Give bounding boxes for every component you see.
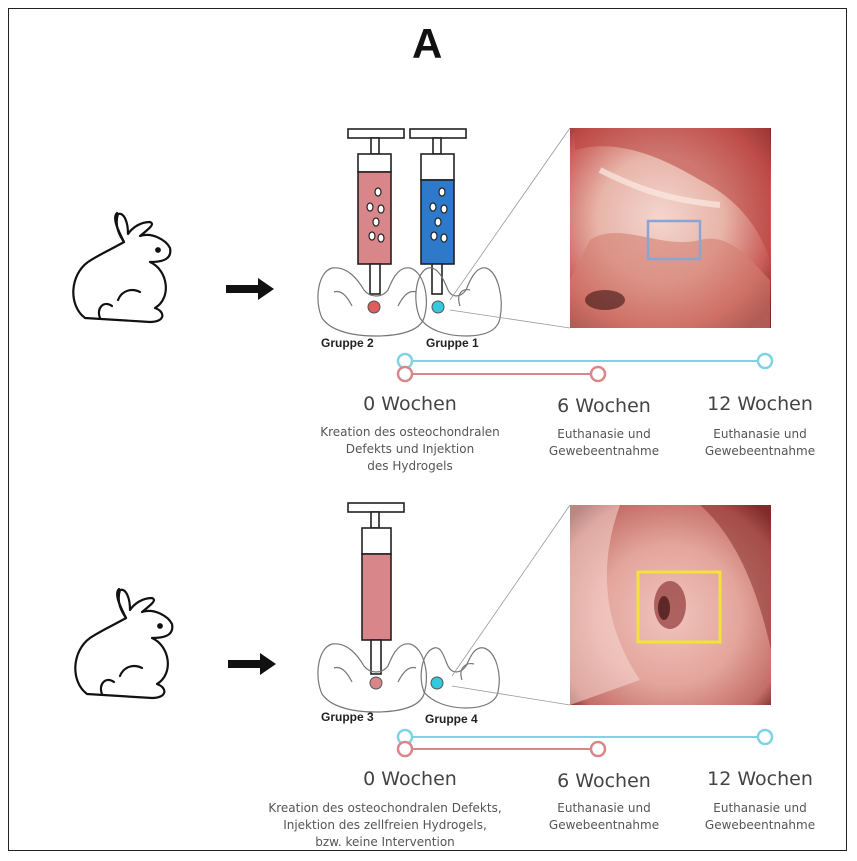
- knee-outline-group-4: [421, 648, 499, 708]
- desc-0-bottom: Kreation des osteochondralen Defekts, In…: [250, 800, 520, 851]
- tissue-photo-top: [570, 128, 771, 328]
- zoom-lines-bottom: [452, 505, 570, 705]
- defect-dot-group-3: [370, 677, 382, 689]
- syringe-group-3: [348, 503, 404, 674]
- timeline-top: [398, 354, 772, 381]
- defect-dot-group-2: [368, 301, 380, 313]
- defect-dot-group-4: [431, 677, 443, 689]
- syringe-group-1: [410, 129, 466, 294]
- week-label-12-top: 12 Wochen: [680, 393, 840, 415]
- rabbit-icon-bottom: [75, 589, 172, 698]
- panel-label: A: [412, 20, 442, 68]
- week-label-6-bottom: 6 Wochen: [524, 770, 684, 792]
- group-label-2: Gruppe 2: [321, 336, 374, 350]
- desc-6-bottom: Euthanasie und Gewebeentnahme: [524, 800, 684, 834]
- week-label-12-bottom: 12 Wochen: [680, 768, 840, 790]
- week-label-0-bottom: 0 Wochen: [330, 768, 490, 790]
- desc-12-bottom: Euthanasie und Gewebeentnahme: [680, 800, 840, 834]
- desc-6-top: Euthanasie und Gewebeentnahme: [524, 426, 684, 460]
- group-label-1: Gruppe 1: [426, 336, 479, 350]
- desc-12-top: Euthanasie und Gewebeentnahme: [680, 426, 840, 460]
- week-label-6-top: 6 Wochen: [524, 395, 684, 417]
- tissue-photo-bottom: [570, 505, 771, 705]
- defect-dot-group-1: [432, 301, 444, 313]
- desc-0-top: Kreation des osteochondralen Defekts und…: [300, 424, 520, 475]
- group-label-3: Gruppe 3: [321, 710, 374, 724]
- week-label-0-top: 0 Wochen: [330, 393, 490, 415]
- group-label-4: Gruppe 4: [425, 712, 478, 726]
- zoom-lines-top: [450, 128, 570, 328]
- knee-outline-group-1: [416, 268, 501, 336]
- arrow-icon-bottom: [228, 653, 276, 675]
- syringe-group-2: [348, 129, 404, 294]
- arrow-icon-top: [226, 278, 274, 300]
- rabbit-icon-top: [73, 213, 170, 322]
- timeline-bottom: [398, 730, 772, 756]
